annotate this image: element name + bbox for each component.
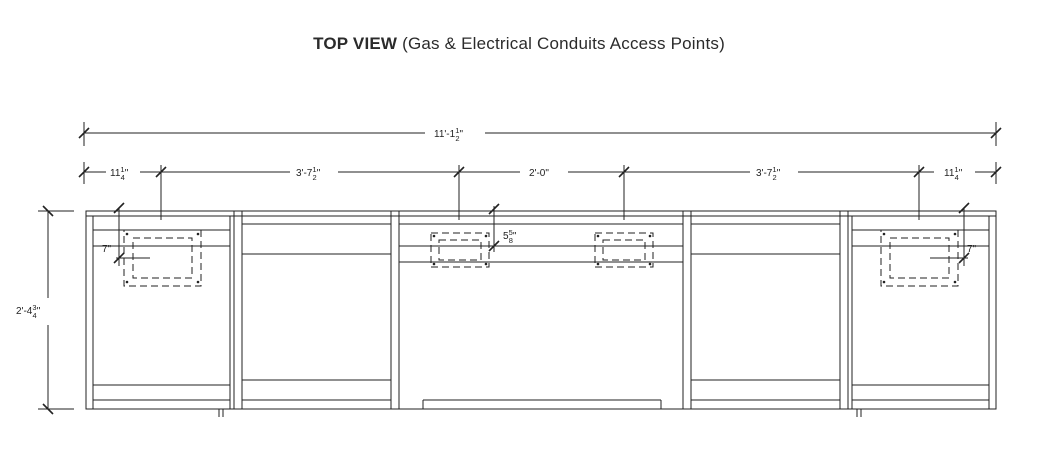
title-bold: TOP VIEW [313, 34, 398, 53]
offset-dimension-left [113, 202, 150, 266]
segment-dimension-line [78, 162, 1002, 220]
module-left [92, 215, 231, 417]
module-right [851, 215, 990, 417]
right-offset-label: 7" [967, 244, 977, 255]
offset-dimension-center [470, 203, 500, 252]
access-point-center-right [594, 232, 654, 268]
module-right-center [682, 210, 849, 410]
module-left-center [233, 210, 400, 410]
page-title: TOP VIEW (Gas & Electrical Conduits Acce… [0, 34, 1038, 54]
title-rest: (Gas & Electrical Conduits Access Points… [402, 34, 725, 53]
depth-dimension-line [38, 205, 74, 415]
overall-dimension-line [78, 122, 1002, 146]
module-center [398, 215, 684, 410]
center-span-label: 2'-0" [529, 168, 549, 179]
left-offset-label: 7" [102, 244, 112, 255]
access-screws [125, 232, 957, 284]
offset-dimension-right [930, 202, 970, 266]
access-point-center-left [430, 232, 490, 268]
cabinet-outline [85, 210, 997, 410]
